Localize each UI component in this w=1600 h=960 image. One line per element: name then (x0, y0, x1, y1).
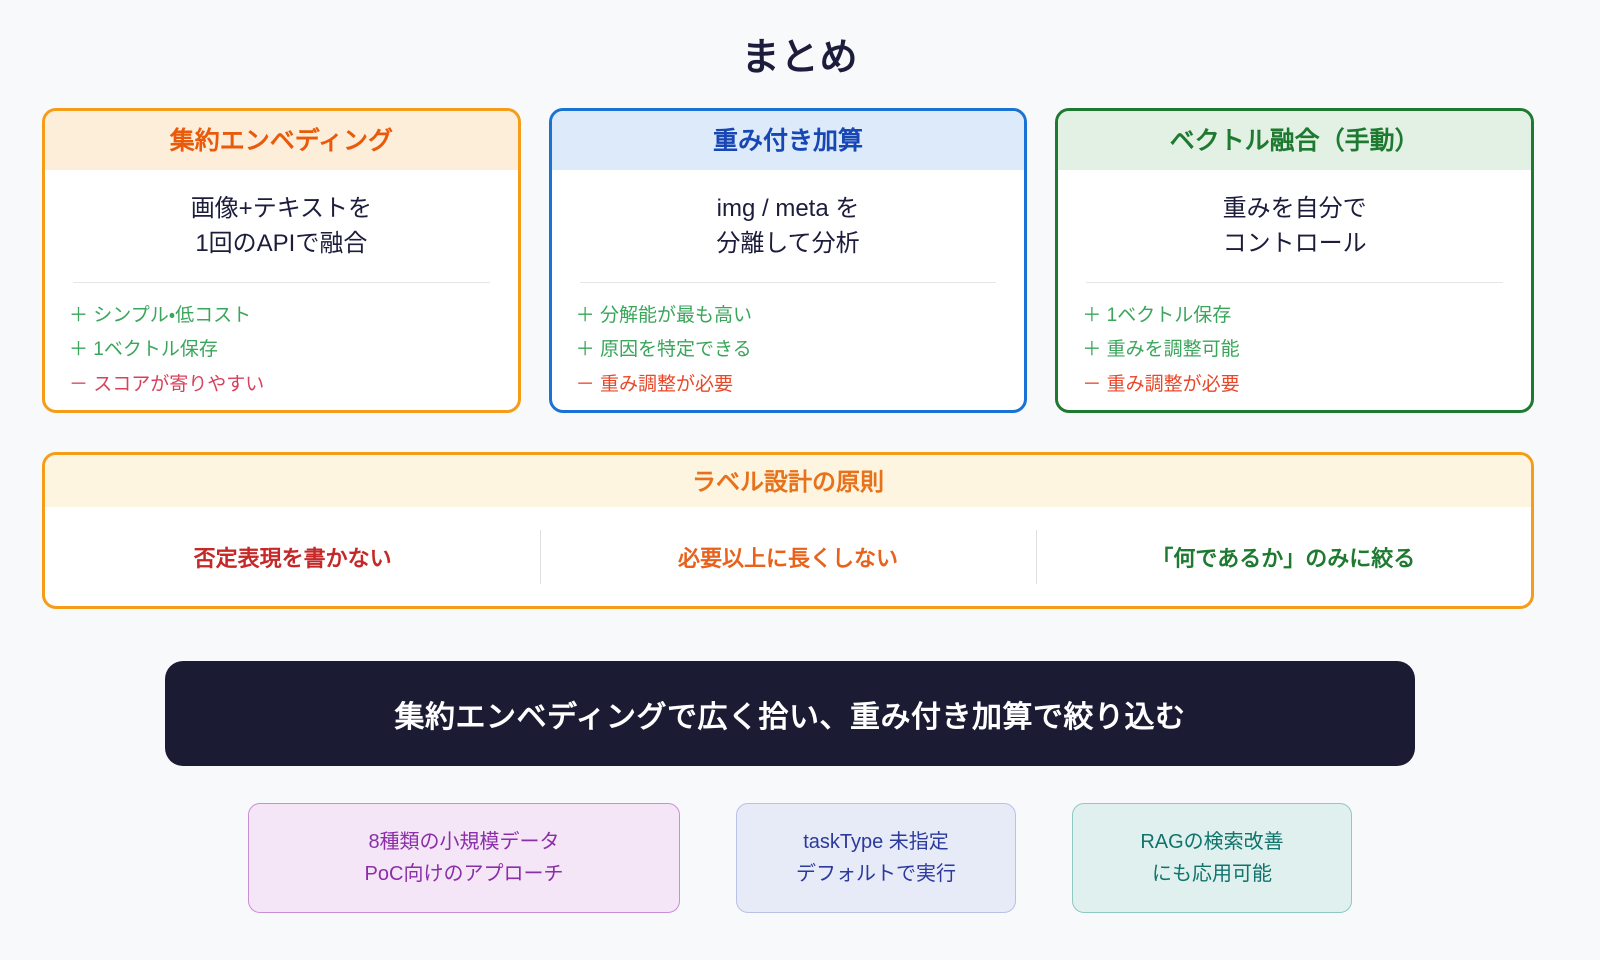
card-header: 集約エンベディング (44, 111, 518, 170)
footnote-pill-rag[interactable]: RAGの検索改善 にも応用可能 (1072, 803, 1352, 913)
pill-line-1: RAGの検索改善 (1140, 831, 1284, 853)
card-bullet-con: － 重み調整が必要 (1082, 373, 1240, 395)
card-lead: img / meta を 分離して分析 (576, 192, 1001, 262)
card-bullet-pro: ＋ 重みを調整可能 (1082, 339, 1240, 361)
principles-header: ラベル設計の原則 (45, 455, 1531, 507)
card-bullet-pro: ＋ 1ベクトル保存 (69, 339, 218, 361)
card-lead-line-1: 画像+テキストを (190, 195, 372, 222)
pill-line-1: taskType 未指定 (803, 831, 949, 853)
comparison-card-weighted-sum[interactable]: 重み付き加算 img / meta を 分離して分析 ＋ 分解能が最も高い ＋ … (548, 108, 1028, 413)
comparison-card-aggregated-embedding[interactable]: 集約エンベディング 画像+テキストを 1回のAPIで融合 ＋ シンプル・低コスト… (42, 108, 521, 413)
card-lead: 画像+テキストを 1回のAPIで融合 (69, 192, 494, 262)
card-bullet-con: － 重み調整が必要 (575, 373, 733, 395)
card-divider (579, 281, 997, 283)
card-body: img / meta を 分離して分析 ＋ 分解能が最も高い ＋ 原因を特定でき… (552, 170, 1025, 410)
card-bullet-con: － スコアが寄りやすい (69, 373, 265, 395)
principle-item: 必要以上に長くしない (540, 541, 1035, 573)
comparison-card-vector-fusion-manual[interactable]: ベクトル融合（手動） 重みを自分で コントロール ＋ 1ベクトル保存 ＋ 重みを… (1055, 108, 1535, 413)
card-divider (1086, 281, 1504, 283)
card-body: 重みを自分で コントロール ＋ 1ベクトル保存 ＋ 重みを調整可能 － 重み調整… (1058, 170, 1531, 410)
pill-line-1: 8種類の小規模データ (368, 831, 560, 853)
card-header: ベクトル融合（手動） (1058, 111, 1532, 170)
card-bullet-pro: ＋ シンプル・低コスト (69, 304, 252, 326)
card-lead-line-1: 重みを自分で (1222, 195, 1367, 222)
card-header: 重み付き加算 (551, 111, 1025, 170)
principle-item: 「何であるか」のみに絞る (1036, 541, 1531, 573)
pill-line-2: デフォルトで実行 (796, 863, 956, 885)
card-bullet-pro: ＋ 原因を特定できる (575, 339, 752, 361)
footnote-pill-tasktype[interactable]: taskType 未指定 デフォルトで実行 (736, 803, 1016, 913)
principle-item: 否定表現を書かない (193, 545, 392, 571)
card-bullet-pro: ＋ 分解能が最も高い (575, 304, 752, 326)
footnote-pill-poc[interactable]: 8種類の小規模データ PoC向けのアプローチ (248, 803, 680, 913)
comparison-card-row: 集約エンベディング 画像+テキストを 1回のAPIで融合 ＋ シンプル・低コスト… (42, 108, 1535, 413)
card-lead: 重みを自分で コントロール (1082, 192, 1507, 262)
key-takeaway-banner: 集約エンベディングで広く拾い、重み付き加算で絞り込む (165, 661, 1415, 766)
card-body: 画像+テキストを 1回のAPIで融合 ＋ シンプル・低コスト ＋ 1ベクトル保存… (45, 170, 518, 410)
footnote-pill-row: 8種類の小規模データ PoC向けのアプローチ taskType 未指定 デフォル… (0, 803, 1600, 913)
card-bullet-pro: ＋ 1ベクトル保存 (1082, 304, 1232, 326)
card-lead-line-1: img / meta を (716, 195, 860, 222)
card-lead-line-2: 分離して分析 (716, 229, 860, 257)
pill-line-2: にも応用可能 (1152, 863, 1272, 885)
card-lead-line-2: コントロール (1222, 229, 1367, 257)
card-lead-line-2: 1回のAPIで融合 (195, 229, 368, 257)
card-divider (73, 281, 490, 283)
pill-line-2: PoC向けのアプローチ (364, 863, 564, 885)
page-title: まとめ (741, 37, 859, 79)
principles-body: 否定表現を書かない 必要以上に長くしない 「何であるか」のみに絞る (45, 507, 1531, 606)
label-design-principles-panel: ラベル設計の原則 否定表現を書かない 必要以上に長くしない 「何であるか」のみに… (42, 452, 1534, 609)
